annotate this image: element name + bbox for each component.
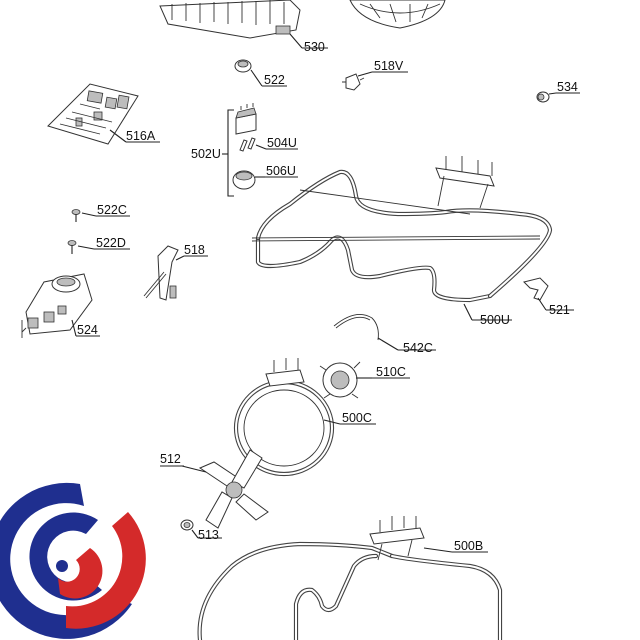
part-504u-contacts xyxy=(239,137,298,152)
label-506u: 506U xyxy=(266,164,296,178)
label-500u: 500U xyxy=(480,313,510,327)
label-513: 513 xyxy=(198,528,219,542)
part-502u-bracket xyxy=(222,109,234,197)
part-fan-cover xyxy=(349,0,446,29)
part-510c-fan-motor xyxy=(319,361,410,399)
part-518v-clip xyxy=(342,71,408,91)
part-500c-ring-element xyxy=(233,358,376,477)
part-thermostat-top xyxy=(235,103,257,135)
label-504u: 504U xyxy=(267,136,297,150)
label-522: 522 xyxy=(264,73,285,87)
label-522d: 522D xyxy=(96,236,126,250)
part-516a-circuit-board xyxy=(47,83,160,145)
part-524-motor xyxy=(21,273,100,338)
label-524: 524 xyxy=(77,323,98,337)
label-522c: 522C xyxy=(97,203,127,217)
part-513-nut xyxy=(180,519,222,539)
label-530: 530 xyxy=(304,40,325,54)
part-522-knob xyxy=(234,59,287,87)
label-500b: 500B xyxy=(454,539,483,553)
label-521: 521 xyxy=(549,303,570,317)
label-542c: 542C xyxy=(403,341,433,355)
label-512: 512 xyxy=(160,452,181,466)
part-522d-screw xyxy=(67,240,130,254)
label-518v: 518V xyxy=(374,59,404,73)
part-518-probe-bracket xyxy=(143,245,208,301)
part-500u-grill-element xyxy=(251,156,553,321)
part-500b-bottom-element xyxy=(197,516,503,640)
part-534-lamp xyxy=(536,91,580,103)
brand-logo xyxy=(0,482,146,639)
label-518: 518 xyxy=(184,243,205,257)
label-516a: 516A xyxy=(126,129,156,143)
label-510c: 510C xyxy=(376,365,406,379)
label-534: 534 xyxy=(557,80,578,94)
label-502u: 502U xyxy=(191,147,221,161)
part-521-clip xyxy=(523,277,574,311)
part-530-terminal-block xyxy=(159,0,328,49)
label-500c: 500C xyxy=(342,411,372,425)
part-506u-cap xyxy=(232,170,298,190)
part-522c-screw xyxy=(71,209,130,222)
part-512-fan-blade xyxy=(160,449,269,529)
part-542c-wire-clip xyxy=(333,313,436,351)
